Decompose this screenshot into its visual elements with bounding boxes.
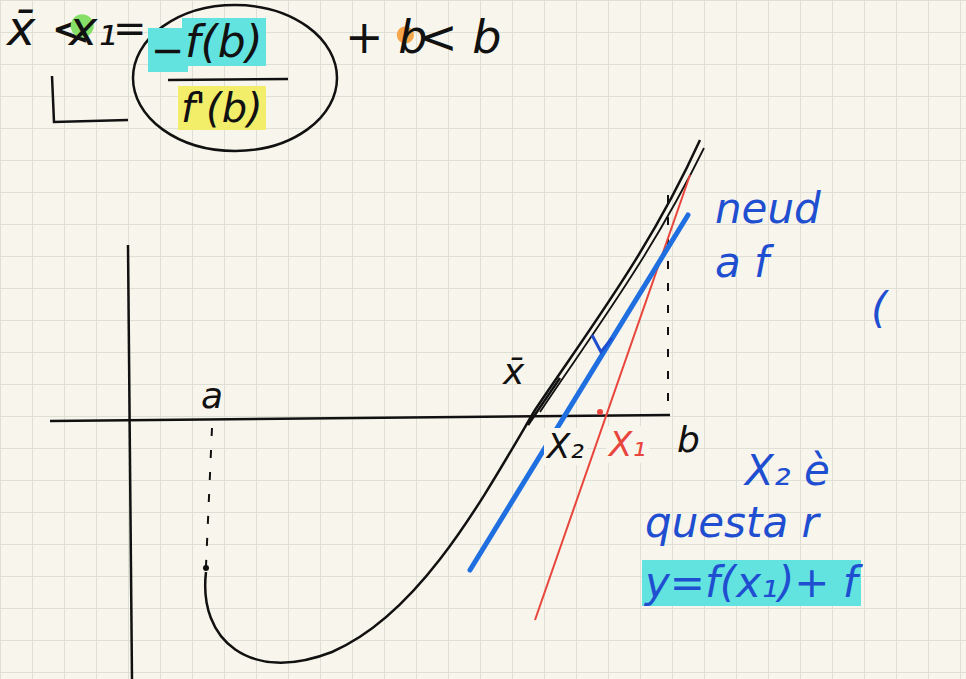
axis-label: a: [198, 376, 226, 416]
tangent-line: [528, 378, 560, 425]
y-axis: [128, 245, 132, 679]
arrow-mark: [592, 335, 612, 352]
formula-text: f'(b): [178, 86, 266, 130]
point-label: X₁: [606, 426, 649, 463]
note-text: neud: [712, 186, 824, 232]
note-text: y=f(x₁)+ f: [642, 560, 861, 606]
point: [203, 565, 209, 571]
x-axis: [50, 415, 670, 421]
guide-line: [206, 428, 212, 566]
guide-line: [667, 195, 669, 412]
axis-label: b: [674, 420, 703, 460]
point-label: x̄: [500, 352, 527, 392]
tangent-line: [535, 175, 690, 620]
formula-text: < b: [416, 12, 504, 63]
formula-text: x₁: [66, 2, 120, 55]
point-label: X₂: [544, 428, 587, 465]
formula-text: =: [110, 6, 150, 50]
note-text: a f: [712, 240, 772, 286]
bracket: [52, 76, 128, 122]
note-text: questa r: [642, 500, 822, 546]
point: [597, 409, 603, 415]
formula-text: f(b): [182, 18, 266, 66]
note-text: (: [868, 286, 890, 332]
formula-text: + b: [342, 12, 430, 63]
circle-mark: [133, 5, 337, 151]
note-text: X₂ è: [742, 448, 833, 494]
function-curve: [205, 140, 700, 663]
fraction-bar: [168, 79, 288, 80]
